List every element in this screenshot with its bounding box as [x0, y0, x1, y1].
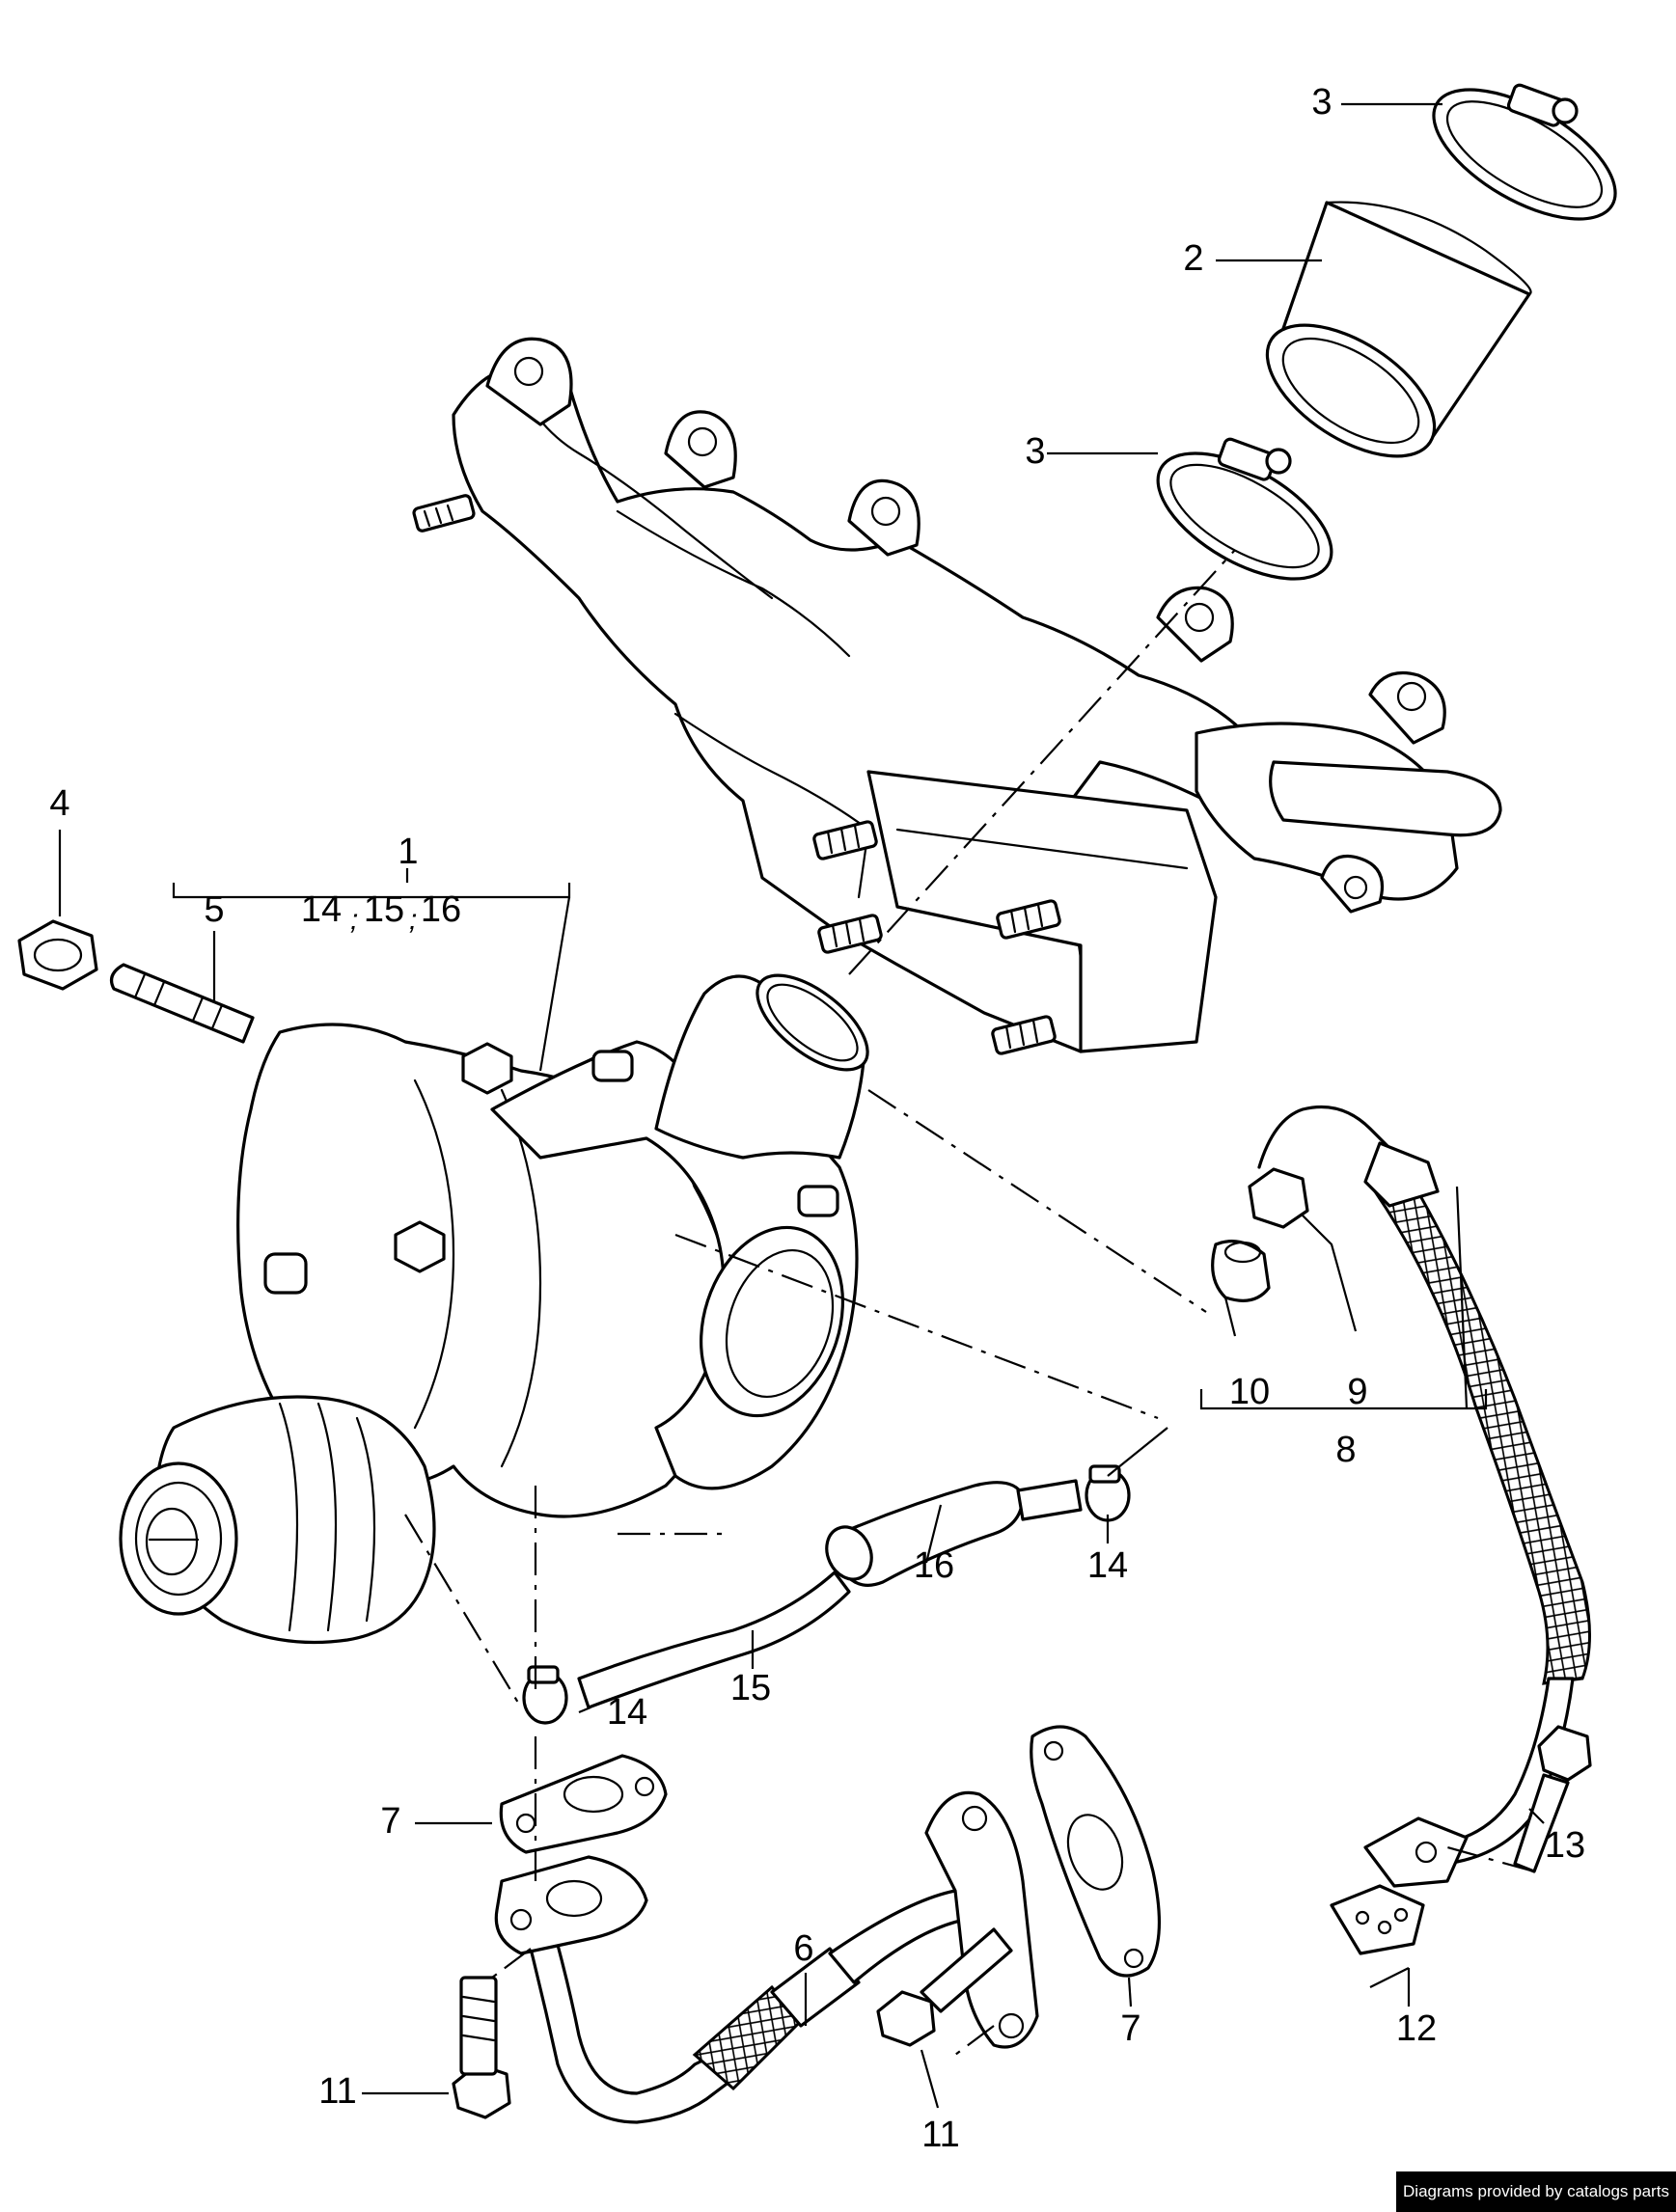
callout-16: 16: [914, 1545, 954, 1586]
callout-14-group: 14: [301, 889, 342, 930]
oil-banjo-fitting: [1211, 1240, 1271, 1302]
housing-bolt-2: [394, 1220, 446, 1273]
turbo-stud: [110, 963, 255, 1044]
exhaust-manifold: [412, 337, 1502, 1053]
callout-14-left: 14: [607, 1692, 647, 1733]
hose-clamp-small-right: [1085, 1464, 1131, 1522]
hose-clamp-middle: [1156, 437, 1333, 581]
separator-2: ;: [409, 904, 417, 936]
callout-10: 10: [1229, 1372, 1270, 1412]
vacuum-hose-15: [577, 1570, 851, 1709]
gasket-right: [1030, 1725, 1162, 1978]
hose-clamp-top: [1432, 83, 1617, 221]
callout-6: 6: [793, 1928, 813, 1969]
diagram-credit: Diagrams provided by catalogs parts: [1396, 2171, 1676, 2212]
manifold-stud-4: [991, 1015, 1057, 1055]
manifold-stud-1: [812, 820, 878, 860]
callout-3-top: 3: [1311, 82, 1332, 123]
callout-1: 1: [398, 832, 418, 872]
callouts: 1 2 3 3 4 5 14 ; 15 ; 16 10 9 8 14 16 15…: [49, 82, 1585, 2155]
oil-return-line: [494, 1790, 1039, 2124]
manifold-stud-2: [817, 914, 883, 954]
turbocharger: [119, 973, 869, 1645]
nut: [17, 919, 98, 991]
callout-5: 5: [204, 889, 224, 930]
intake-hose: [1265, 201, 1532, 458]
callout-2: 2: [1183, 238, 1203, 279]
callout-4: 4: [49, 783, 69, 824]
manifold-stud-3: [996, 899, 1061, 940]
return-line-bolt-left: [452, 1976, 511, 2119]
callout-15-group: 15: [364, 889, 404, 930]
callout-7-left: 7: [380, 1801, 400, 1842]
callout-7-right: 7: [1120, 2008, 1140, 2049]
housing-bolt-1: [461, 1042, 513, 1095]
callout-14-right: 14: [1087, 1545, 1128, 1586]
separator-1: ;: [350, 904, 358, 936]
callout-11-right: 11: [921, 2115, 959, 2155]
gasket-left: [499, 1754, 668, 1854]
callout-12: 12: [1396, 2008, 1437, 2049]
callout-13: 13: [1545, 1825, 1585, 1866]
union-nut: [1248, 1167, 1309, 1229]
hose-clamp-small-left: [522, 1665, 568, 1725]
leader-lines: [58, 102, 1545, 2109]
callout-8: 8: [1335, 1430, 1356, 1470]
oil-supply-line: [1257, 1105, 1591, 1888]
callout-15: 15: [730, 1668, 771, 1708]
vacuum-hose-16: [825, 1479, 1083, 1587]
oil-line-gasket: [1330, 1884, 1425, 1955]
callout-9: 9: [1347, 1372, 1367, 1412]
assembly-lines: [404, 549, 1535, 2056]
wastegate-actuator: [119, 1395, 436, 1645]
callout-3-middle: 3: [1025, 431, 1045, 472]
return-line-bolt-right: [876, 1927, 1013, 2047]
callout-16-group: 16: [421, 889, 461, 930]
callout-11-left: 11: [318, 2071, 356, 2112]
